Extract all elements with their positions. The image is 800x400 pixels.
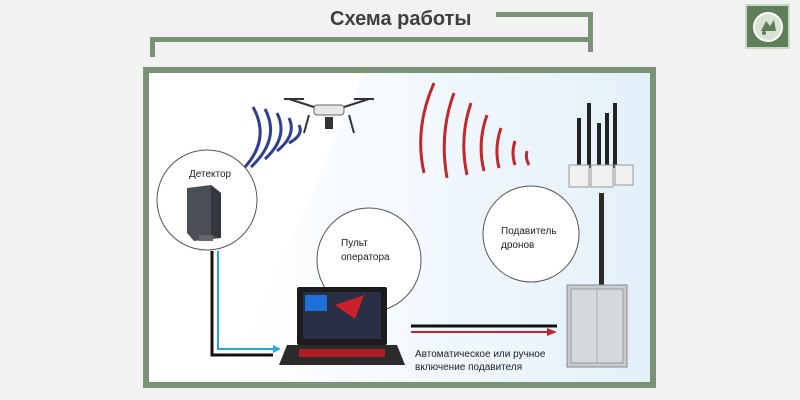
title-bracket-bottom (150, 37, 593, 57)
laptop-icon (279, 287, 405, 365)
suppressor-device-icon (566, 103, 634, 368)
diagram-frame: Детектор Пульт оператора Подавитель дрон… (143, 67, 656, 388)
data-arrow-icon (273, 345, 281, 353)
detector-label: Детектор (189, 169, 232, 180)
suppressor-bubble (482, 185, 580, 283)
drone-icon (284, 98, 374, 134)
detector-power-cable (210, 251, 273, 357)
detector-device-icon (187, 185, 221, 241)
link-arrow-icon (547, 328, 557, 336)
page-title: Схема работы (330, 8, 472, 30)
title-background (146, 8, 496, 34)
organization-logo-icon (745, 4, 790, 49)
remote-label: Пульт оператора (341, 238, 390, 263)
jamming-signal-icon (419, 82, 531, 179)
suppressor-label: Подавитель дронов (501, 226, 557, 251)
detector-data-cable (217, 251, 273, 350)
operation-scheme-diagram (156, 73, 650, 382)
detection-signal-icon (236, 106, 302, 177)
link-description: Автоматическое или ручное включение пода… (415, 349, 546, 373)
